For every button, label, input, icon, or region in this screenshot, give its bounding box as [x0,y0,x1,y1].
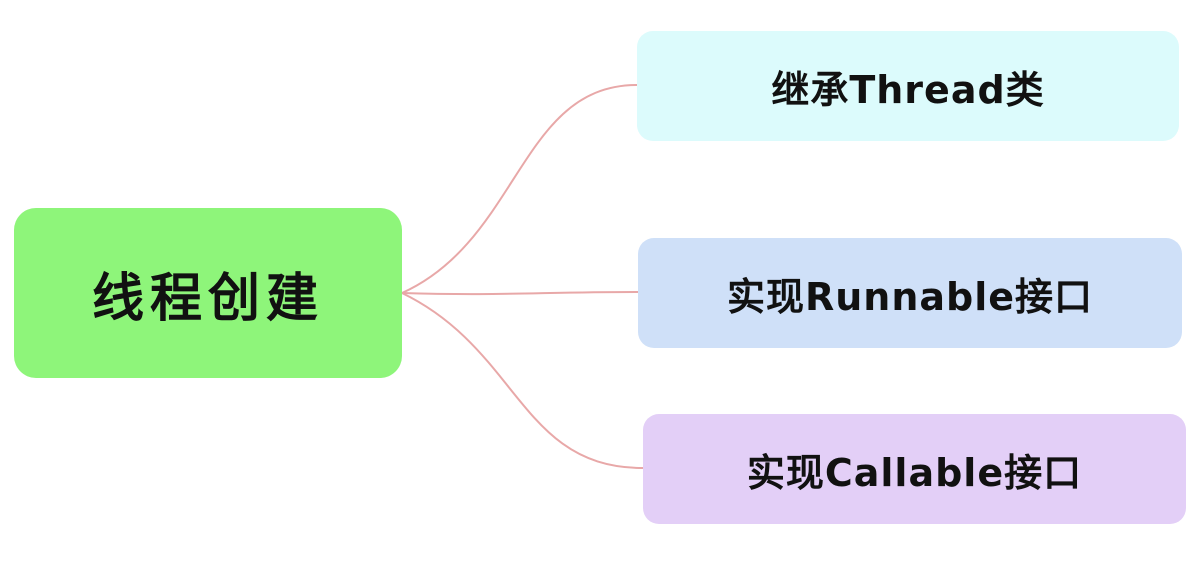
edge-root-to-callable [401,292,644,469]
root-node-label: 线程创建 [91,268,324,329]
child-node-callable[interactable]: 实现Callable接口 [643,414,1186,524]
child-node-label: 实现Callable接口 [746,450,1083,495]
child-node-runnable[interactable]: 实现Runnable接口 [638,238,1182,348]
edge-root-to-thread [401,84,638,294]
child-node-thread[interactable]: 继承Thread类 [637,31,1179,141]
edge-root-to-runnable [401,291,639,296]
root-node[interactable]: 线程创建 [14,208,402,378]
child-node-label: 继承Thread类 [771,67,1045,112]
child-node-label: 实现Runnable接口 [726,274,1094,319]
